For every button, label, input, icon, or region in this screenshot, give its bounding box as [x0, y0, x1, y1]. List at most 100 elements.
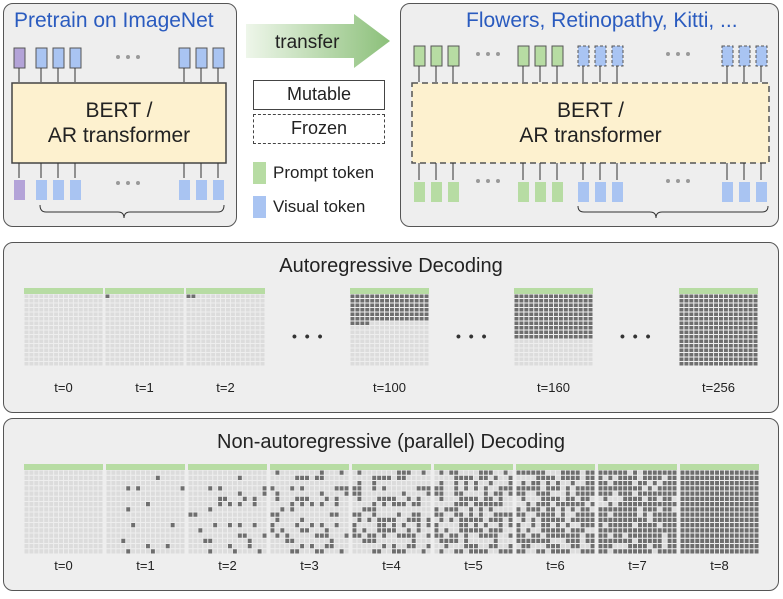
token-cell [529, 321, 534, 325]
token-cell [140, 344, 144, 348]
token-cell [401, 512, 406, 517]
token-cell [720, 533, 724, 538]
token-cell [216, 353, 221, 357]
token-cell [449, 549, 454, 554]
token-cell [141, 486, 145, 491]
token-cell [754, 533, 759, 538]
class-token [14, 180, 25, 200]
token-cell [613, 528, 618, 533]
token-cell [180, 481, 185, 486]
token-cell [83, 321, 88, 325]
token-cell [73, 317, 78, 321]
token-cell [126, 512, 131, 517]
token-cell [744, 502, 749, 507]
token-cell [426, 544, 431, 549]
token-cell [216, 303, 221, 307]
token-cell [262, 507, 267, 512]
token-cell [98, 502, 103, 507]
token-cell [362, 496, 367, 501]
token-cell [357, 512, 362, 517]
token-cell [44, 330, 49, 334]
token-cell [115, 303, 120, 307]
token-cell [88, 344, 93, 348]
token-cell [165, 549, 170, 554]
token-cell [416, 486, 421, 491]
token-cell [280, 517, 285, 522]
token-cell [536, 481, 541, 486]
token-cell [188, 538, 193, 543]
token-cell [370, 357, 375, 361]
token-cell [191, 321, 196, 325]
token-cell [110, 357, 115, 361]
token-cell [623, 486, 628, 491]
token-cell [98, 475, 103, 480]
token-cell [554, 348, 558, 352]
token-cell [305, 523, 309, 528]
token-cell [546, 491, 551, 496]
token-cell [208, 481, 213, 486]
token-cell [734, 470, 739, 475]
token-cell [652, 481, 657, 486]
token-cell [295, 517, 300, 522]
token-cell [724, 502, 729, 507]
token-cell [546, 496, 551, 501]
token-cell [685, 502, 690, 507]
token-cell [539, 312, 544, 316]
transfer-label: transfer [275, 32, 340, 53]
token-cell [39, 294, 44, 298]
token-cell [170, 491, 175, 496]
token-cell [549, 303, 553, 307]
token-cell [357, 507, 362, 512]
token-cell [483, 533, 488, 538]
token-cell [401, 533, 406, 538]
token-cell [748, 312, 753, 316]
token-cell [149, 321, 154, 325]
token-cell [695, 507, 700, 512]
token-cell [370, 303, 375, 307]
token-cell [174, 353, 179, 357]
token-cell [329, 517, 334, 522]
token-cell [695, 544, 700, 549]
token-cell [508, 496, 513, 501]
token-cell [387, 523, 391, 528]
token-cell [339, 512, 344, 517]
token-cell [382, 523, 387, 528]
token-cell [59, 294, 63, 298]
token-cell [334, 512, 339, 517]
token-cell [401, 481, 406, 486]
token-cell [684, 308, 689, 312]
token-cell [414, 344, 419, 348]
token-cell [240, 326, 245, 330]
token-cell [169, 308, 174, 312]
legend-frozen: Frozen [253, 114, 385, 144]
token-cell [694, 357, 699, 361]
token-cell [585, 470, 590, 475]
token-cell [404, 339, 409, 343]
token-cell [679, 353, 684, 357]
token-cell [526, 517, 531, 522]
token-cell [426, 470, 431, 475]
token-cell [362, 507, 367, 512]
token-cell [585, 507, 590, 512]
token-cell [385, 357, 389, 361]
token-cell [503, 481, 508, 486]
token-cell [140, 317, 144, 321]
token-cell [684, 330, 689, 334]
token-cell [573, 348, 578, 352]
token-cell [255, 294, 260, 298]
token-cell [728, 312, 733, 316]
token-cell [704, 344, 709, 348]
token-cell [516, 481, 521, 486]
token-cell [260, 348, 265, 352]
token-cell [110, 321, 115, 325]
token-cell [690, 549, 695, 554]
token-cell [454, 517, 459, 522]
token-cell [221, 339, 225, 343]
token-cell [110, 317, 115, 321]
token-cell [526, 523, 531, 528]
token-cell [723, 348, 728, 352]
token-cell [700, 481, 705, 486]
token-cell [78, 303, 83, 307]
token-cell [426, 512, 431, 517]
token-cell [728, 321, 733, 325]
